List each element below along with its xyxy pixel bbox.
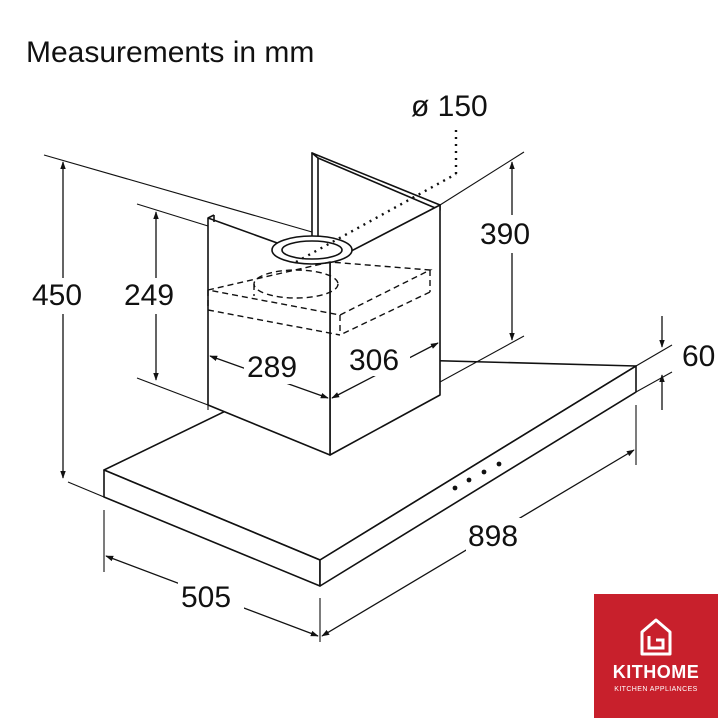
label-chimney-depth: 306 xyxy=(349,344,399,377)
label-hood-depth: 505 xyxy=(181,581,231,614)
chimney-inner-right xyxy=(311,152,441,211)
kithome-logo: KITHOME KITCHEN APPLIANCES xyxy=(594,594,718,718)
house-logo-icon xyxy=(640,618,672,656)
label-duct-diameter: ø 150 xyxy=(411,90,488,123)
control-button xyxy=(496,461,502,467)
label-chimney-upper: 390 xyxy=(480,218,530,251)
dimension-labels: ø 150 390 450 249 289 306 60 898 505 xyxy=(28,88,715,616)
control-button xyxy=(466,477,472,483)
control-button xyxy=(481,469,487,475)
label-canopy-thickness: 60 xyxy=(682,340,715,373)
logo-tagline: KITCHEN APPLIANCES xyxy=(614,686,698,693)
duct-centerline xyxy=(295,126,458,264)
chimney xyxy=(207,152,441,456)
extension-lines xyxy=(43,151,673,642)
hidden-outlet-outline xyxy=(207,261,433,336)
chimney-inner-left xyxy=(311,152,319,238)
logo-name: KITHOME xyxy=(612,662,700,682)
control-button xyxy=(452,485,458,491)
label-chimney-width: 289 xyxy=(247,351,297,384)
label-chimney-lower: 249 xyxy=(124,279,174,312)
label-total-height: 450 xyxy=(32,279,82,312)
label-hood-width: 898 xyxy=(468,520,518,553)
page-title: Measurements in mm xyxy=(26,36,315,69)
